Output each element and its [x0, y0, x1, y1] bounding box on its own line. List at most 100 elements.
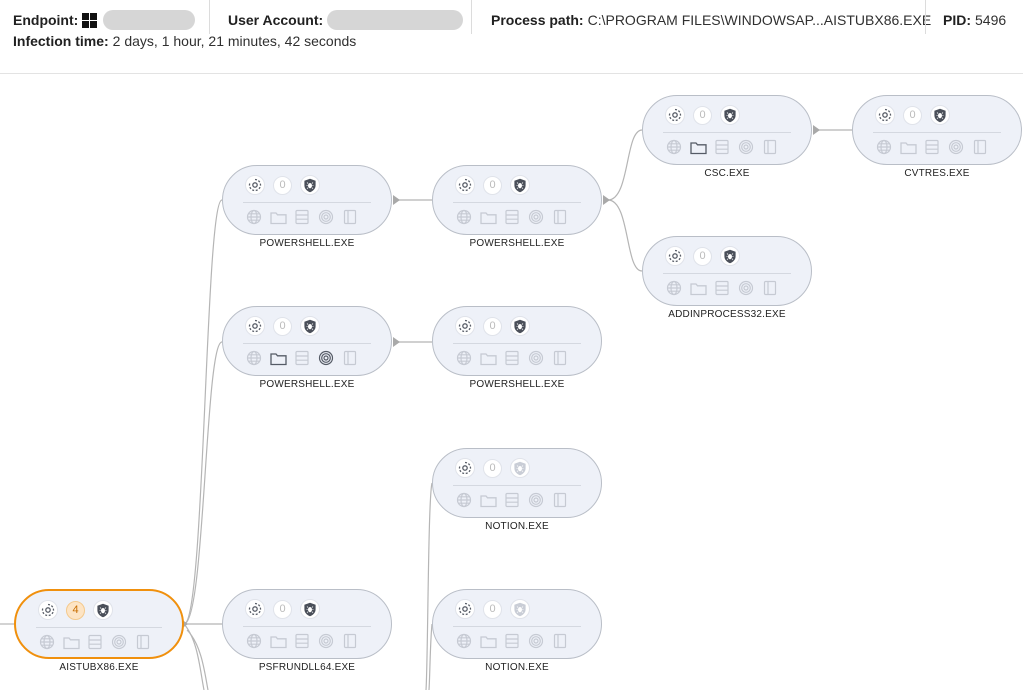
- globe-icon[interactable]: [38, 633, 56, 651]
- globe-icon[interactable]: [455, 632, 473, 650]
- memory-icon[interactable]: [134, 633, 152, 651]
- process-node[interactable]: 0: [642, 236, 812, 306]
- fingerprint-icon[interactable]: [527, 349, 545, 367]
- activity-icon[interactable]: [875, 105, 895, 125]
- alert-count-badge[interactable]: 0: [483, 175, 502, 195]
- shield-bug-icon[interactable]: [510, 316, 530, 336]
- registry-icon[interactable]: [503, 491, 521, 509]
- process-node[interactable]: 0: [432, 448, 602, 518]
- fingerprint-icon[interactable]: [317, 349, 335, 367]
- fingerprint-icon[interactable]: [527, 208, 545, 226]
- folder-icon[interactable]: [479, 349, 497, 367]
- folder-icon[interactable]: [689, 279, 707, 297]
- fingerprint-icon[interactable]: [737, 138, 755, 156]
- globe-icon[interactable]: [455, 349, 473, 367]
- shield-bug-icon[interactable]: [510, 175, 530, 195]
- folder-icon[interactable]: [269, 632, 287, 650]
- process-node[interactable]: 0: [642, 95, 812, 165]
- activity-icon[interactable]: [455, 599, 475, 619]
- fingerprint-icon[interactable]: [317, 632, 335, 650]
- activity-icon[interactable]: [455, 175, 475, 195]
- process-node[interactable]: 0: [432, 165, 602, 235]
- process-node[interactable]: 4: [14, 589, 184, 659]
- memory-icon[interactable]: [761, 279, 779, 297]
- activity-icon[interactable]: [665, 246, 685, 266]
- registry-icon[interactable]: [713, 138, 731, 156]
- shield-bug-icon[interactable]: [720, 246, 740, 266]
- folder-icon[interactable]: [479, 491, 497, 509]
- shield-bug-icon[interactable]: [93, 600, 113, 620]
- folder-icon[interactable]: [899, 138, 917, 156]
- globe-icon[interactable]: [245, 349, 263, 367]
- memory-icon[interactable]: [971, 138, 989, 156]
- registry-icon[interactable]: [503, 208, 521, 226]
- alert-count-badge[interactable]: 0: [273, 175, 292, 195]
- activity-icon[interactable]: [455, 458, 475, 478]
- registry-icon[interactable]: [503, 349, 521, 367]
- alert-count-badge[interactable]: 0: [483, 458, 502, 478]
- globe-icon[interactable]: [665, 138, 683, 156]
- folder-icon[interactable]: [689, 138, 707, 156]
- globe-icon[interactable]: [665, 279, 683, 297]
- fingerprint-icon[interactable]: [317, 208, 335, 226]
- activity-icon[interactable]: [245, 175, 265, 195]
- activity-icon[interactable]: [38, 600, 58, 620]
- globe-icon[interactable]: [875, 138, 893, 156]
- activity-icon[interactable]: [245, 316, 265, 336]
- folder-icon[interactable]: [269, 349, 287, 367]
- alert-count-badge[interactable]: 0: [273, 316, 292, 336]
- node-divider: [36, 627, 162, 628]
- registry-icon[interactable]: [293, 208, 311, 226]
- activity-icon[interactable]: [665, 105, 685, 125]
- memory-icon[interactable]: [341, 632, 359, 650]
- registry-icon[interactable]: [503, 632, 521, 650]
- activity-icon[interactable]: [245, 599, 265, 619]
- process-node[interactable]: 0: [222, 165, 392, 235]
- process-node[interactable]: 0: [432, 589, 602, 659]
- memory-icon[interactable]: [341, 349, 359, 367]
- memory-icon[interactable]: [551, 491, 569, 509]
- process-node[interactable]: 0: [852, 95, 1022, 165]
- fingerprint-icon[interactable]: [527, 632, 545, 650]
- globe-icon[interactable]: [245, 632, 263, 650]
- shield-bug-icon[interactable]: [930, 105, 950, 125]
- process-node[interactable]: 0: [222, 306, 392, 376]
- registry-icon[interactable]: [923, 138, 941, 156]
- shield-bug-icon[interactable]: [300, 175, 320, 195]
- alert-count-badge[interactable]: 0: [903, 105, 922, 125]
- folder-icon[interactable]: [479, 632, 497, 650]
- memory-icon[interactable]: [551, 208, 569, 226]
- alert-count-badge[interactable]: 4: [66, 600, 85, 620]
- registry-icon[interactable]: [86, 633, 104, 651]
- shield-bug-icon[interactable]: [720, 105, 740, 125]
- folder-icon[interactable]: [269, 208, 287, 226]
- fingerprint-icon[interactable]: [110, 633, 128, 651]
- fingerprint-icon[interactable]: [947, 138, 965, 156]
- alert-count-badge[interactable]: 0: [483, 316, 502, 336]
- memory-icon[interactable]: [761, 138, 779, 156]
- globe-icon[interactable]: [245, 208, 263, 226]
- memory-icon[interactable]: [551, 349, 569, 367]
- folder-icon[interactable]: [62, 633, 80, 651]
- memory-icon[interactable]: [341, 208, 359, 226]
- globe-icon[interactable]: [455, 491, 473, 509]
- registry-icon[interactable]: [293, 632, 311, 650]
- folder-icon[interactable]: [479, 208, 497, 226]
- activity-icon[interactable]: [455, 316, 475, 336]
- fingerprint-icon[interactable]: [737, 279, 755, 297]
- alert-count-badge[interactable]: 0: [693, 105, 712, 125]
- process-node[interactable]: 0: [432, 306, 602, 376]
- alert-count-badge[interactable]: 0: [693, 246, 712, 266]
- alert-count-badge[interactable]: 0: [483, 599, 502, 619]
- memory-icon[interactable]: [551, 632, 569, 650]
- shield-bug-icon[interactable]: [510, 599, 530, 619]
- shield-bug-icon[interactable]: [300, 599, 320, 619]
- fingerprint-icon[interactable]: [527, 491, 545, 509]
- process-node[interactable]: 0: [222, 589, 392, 659]
- shield-bug-icon[interactable]: [510, 458, 530, 478]
- registry-icon[interactable]: [293, 349, 311, 367]
- registry-icon[interactable]: [713, 279, 731, 297]
- alert-count-badge[interactable]: 0: [273, 599, 292, 619]
- shield-bug-icon[interactable]: [300, 316, 320, 336]
- globe-icon[interactable]: [455, 208, 473, 226]
